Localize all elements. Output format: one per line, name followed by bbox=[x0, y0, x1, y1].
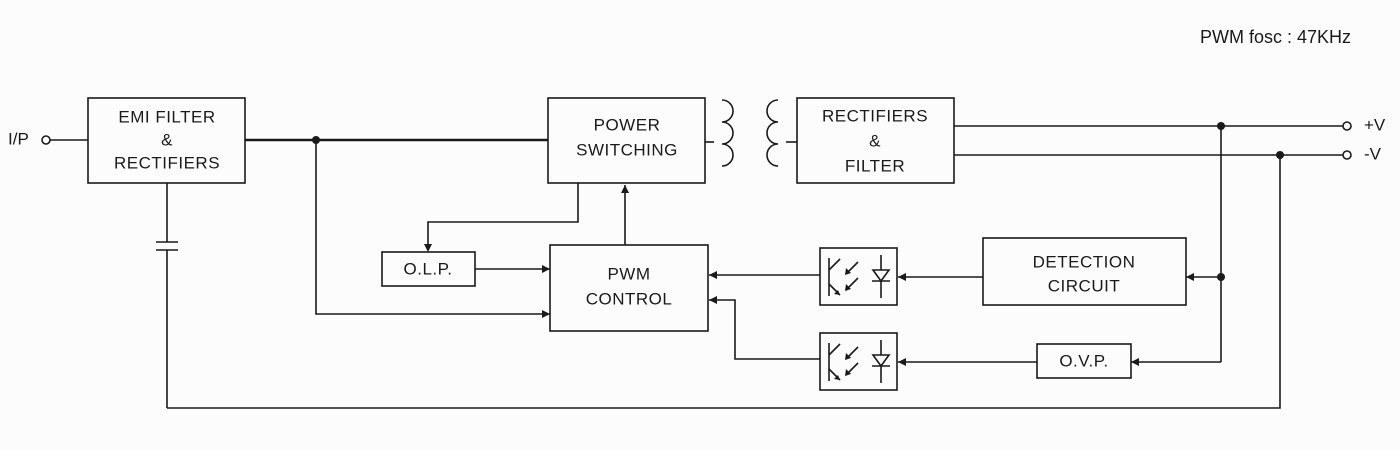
ovp-label: O.V.P. bbox=[1059, 351, 1108, 370]
opto-to-pwm-arrow bbox=[709, 271, 717, 279]
detection-circuit-block: DETECTION CIRCUIT bbox=[982, 237, 1187, 306]
olp-label: O.L.P. bbox=[404, 259, 453, 278]
opto2-to-pwm-arrow bbox=[709, 296, 717, 304]
emi-filter-label-line3: RECTIFIERS bbox=[114, 153, 220, 172]
detection-circuit-label-line1: DETECTION bbox=[1033, 252, 1136, 271]
emi-filter-label-line2: & bbox=[161, 130, 173, 149]
bus-to-pwm-arrow bbox=[542, 310, 550, 318]
bus-to-pwm-wire bbox=[315, 140, 550, 315]
positive-terminal bbox=[1342, 121, 1352, 131]
transformer-icon bbox=[705, 99, 797, 167]
y-capacitor bbox=[156, 183, 178, 408]
ovp-block: O.V.P. bbox=[1036, 343, 1132, 379]
pwm-control-label-line1: PWM bbox=[607, 264, 650, 283]
emi-filter-label-line1: EMI FILTER bbox=[118, 107, 215, 126]
optocoupler-feedback-icon bbox=[819, 247, 898, 306]
pwm-control-block: PWM CONTROL bbox=[549, 244, 709, 332]
sense-to-ovp-arrow bbox=[1131, 358, 1139, 366]
positive-terminal-label: +V bbox=[1364, 115, 1386, 134]
current-sense-arrow bbox=[424, 244, 432, 252]
optocoupler-ovp-icon bbox=[819, 332, 898, 391]
olp-to-pwm-arrow bbox=[542, 265, 550, 273]
rectifiers-filter-block: RECTIFIERS & FILTER bbox=[796, 97, 955, 184]
detection-to-opto-arrow bbox=[898, 273, 906, 281]
rectifiers-filter-label-line1: RECTIFIERS bbox=[822, 106, 928, 125]
negative-terminal-label: -V bbox=[1364, 144, 1382, 163]
rectifiers-filter-label-line3: FILTER bbox=[845, 156, 905, 175]
negative-terminal bbox=[1342, 150, 1352, 160]
detection-circuit-label-line2: CIRCUIT bbox=[1048, 276, 1120, 295]
sense-to-detection-arrow bbox=[1186, 273, 1194, 281]
power-switching-label-line1: POWER bbox=[594, 115, 661, 134]
pwm-control-label-line2: CONTROL bbox=[586, 289, 673, 308]
olp-block: O.L.P. bbox=[381, 251, 476, 287]
pwm-drive-arrow bbox=[621, 185, 629, 193]
input-terminal bbox=[41, 135, 51, 145]
ovp-to-opto-arrow bbox=[898, 358, 906, 366]
power-switching-block: POWER SWITCHING bbox=[547, 97, 706, 184]
current-sense-wire bbox=[427, 183, 579, 250]
ground-return-wire bbox=[167, 155, 1281, 409]
power-switching-label-line2: SWITCHING bbox=[576, 140, 678, 159]
pwm-frequency-label: PWM fosc : 47KHz bbox=[1200, 27, 1351, 47]
negative-junction-dot bbox=[1276, 151, 1284, 159]
emi-filter-block: EMI FILTER & RECTIFIERS bbox=[87, 97, 246, 184]
opto2-to-pwm-wire bbox=[709, 299, 820, 360]
input-terminal-label: I/P bbox=[8, 129, 29, 148]
rectifiers-filter-label-line2: & bbox=[869, 131, 881, 150]
